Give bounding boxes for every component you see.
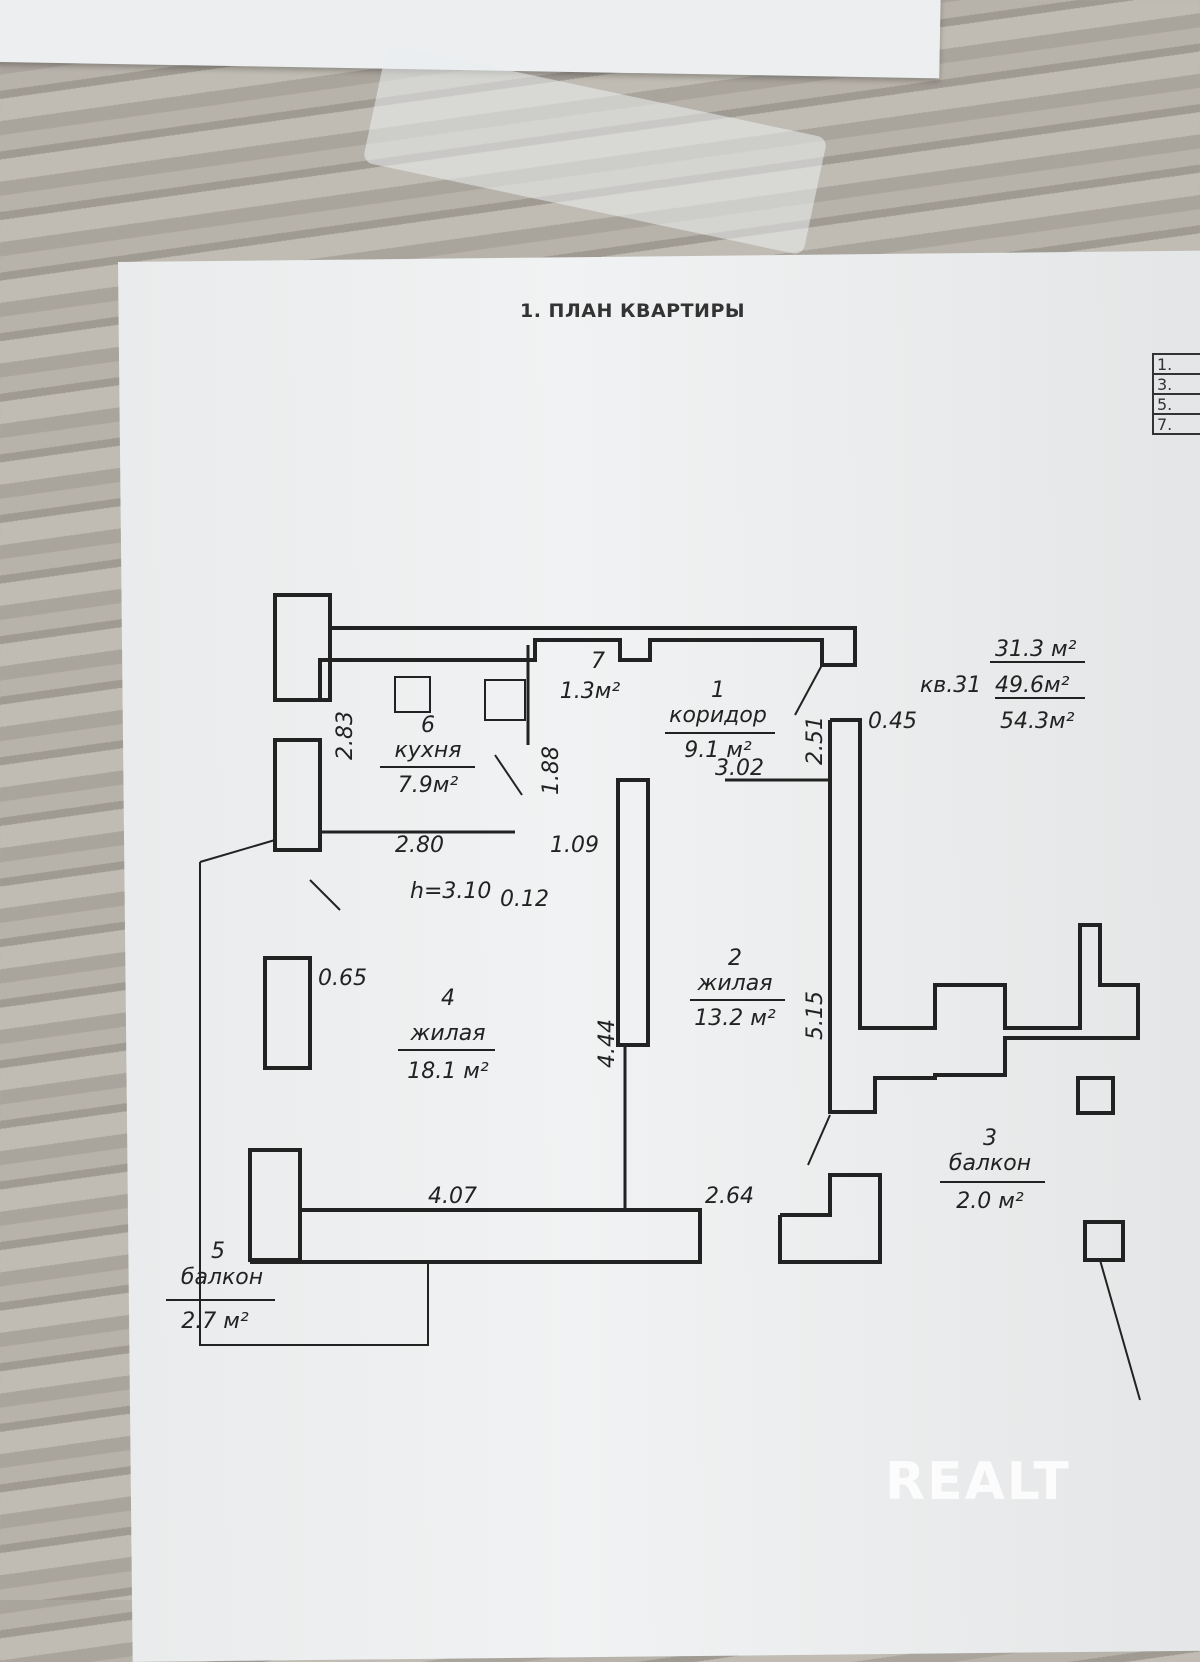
floor-plan: 1 коридор 9.1 м² 2 жилая 13.2 м² 3 балко… [166, 593, 1141, 1401]
dim-065: 0.65 [318, 966, 367, 991]
dimensions: 2.83 2.80 1.88 1.09 h=3.10 0.12 2.51 0.4… [318, 709, 917, 1209]
apartment-living-area: 31.3 м² [995, 637, 1077, 662]
dim-407: 4.07 [428, 1184, 477, 1209]
room-4-name: жилая [410, 1021, 486, 1046]
room-3-name: балкон [949, 1151, 1031, 1176]
apartment-total-area: 49.6м² [995, 673, 1070, 698]
room-5-name: балкон [181, 1265, 263, 1290]
apartment-label: кв.31 [920, 673, 981, 698]
room-1-area: 9.1 м² [684, 738, 752, 763]
room-3-num: 3 [983, 1126, 997, 1151]
dim-045: 0.45 [868, 709, 917, 734]
room-7-num: 7 [591, 649, 605, 674]
dim-251: 2.51 [803, 716, 828, 765]
apartment-summary: кв.31 31.3 м² 49.6м² 54.3м² [920, 637, 1077, 734]
dim-012: 0.12 [500, 887, 549, 912]
walls [166, 593, 1141, 1401]
dim-188: 1.88 [539, 746, 564, 795]
room-5-num: 5 [211, 1239, 225, 1264]
room-labels: 1 коридор 9.1 м² 2 жилая 13.2 м² 3 балко… [181, 649, 1031, 1334]
room-1-name: коридор [669, 703, 767, 728]
dim-280: 2.80 [395, 833, 444, 858]
room-4-area: 18.1 м² [407, 1059, 489, 1084]
room-1-num: 1 [711, 678, 725, 703]
room-6-name: кухня [395, 738, 462, 763]
legend-row: 7. [1152, 413, 1200, 435]
room-6-num: 6 [421, 713, 435, 738]
dim-302: 3.02 [715, 756, 764, 781]
room-7-area: 1.3м² [560, 679, 621, 704]
dim-444: 4.44 [595, 1019, 620, 1068]
room-2-name: жилая [697, 971, 773, 996]
room-6-area: 7.9м² [398, 773, 459, 798]
room-4-num: 4 [441, 986, 455, 1011]
dim-515: 5.15 [803, 991, 828, 1040]
legend-table: 1. 3. 5. 7. [1152, 353, 1200, 435]
room-2-area: 13.2 м² [694, 1006, 776, 1031]
dim-264: 2.64 [705, 1184, 754, 1209]
dim-height: h=3.10 [410, 879, 491, 904]
dim-283: 2.83 [333, 711, 358, 760]
room-3-area: 2.0 м² [956, 1189, 1024, 1214]
dim-109: 1.09 [550, 833, 599, 858]
room-2-num: 2 [728, 946, 742, 971]
label-underlines [380, 661, 1085, 1183]
apartment-total-balcony-area: 54.3м² [1000, 709, 1075, 734]
realt-watermark-logo: REALT [885, 1452, 1071, 1512]
room-5-area: 2.7 м² [181, 1309, 249, 1334]
page-title: 1. ПЛАН КВАРТИРЫ [520, 300, 746, 322]
